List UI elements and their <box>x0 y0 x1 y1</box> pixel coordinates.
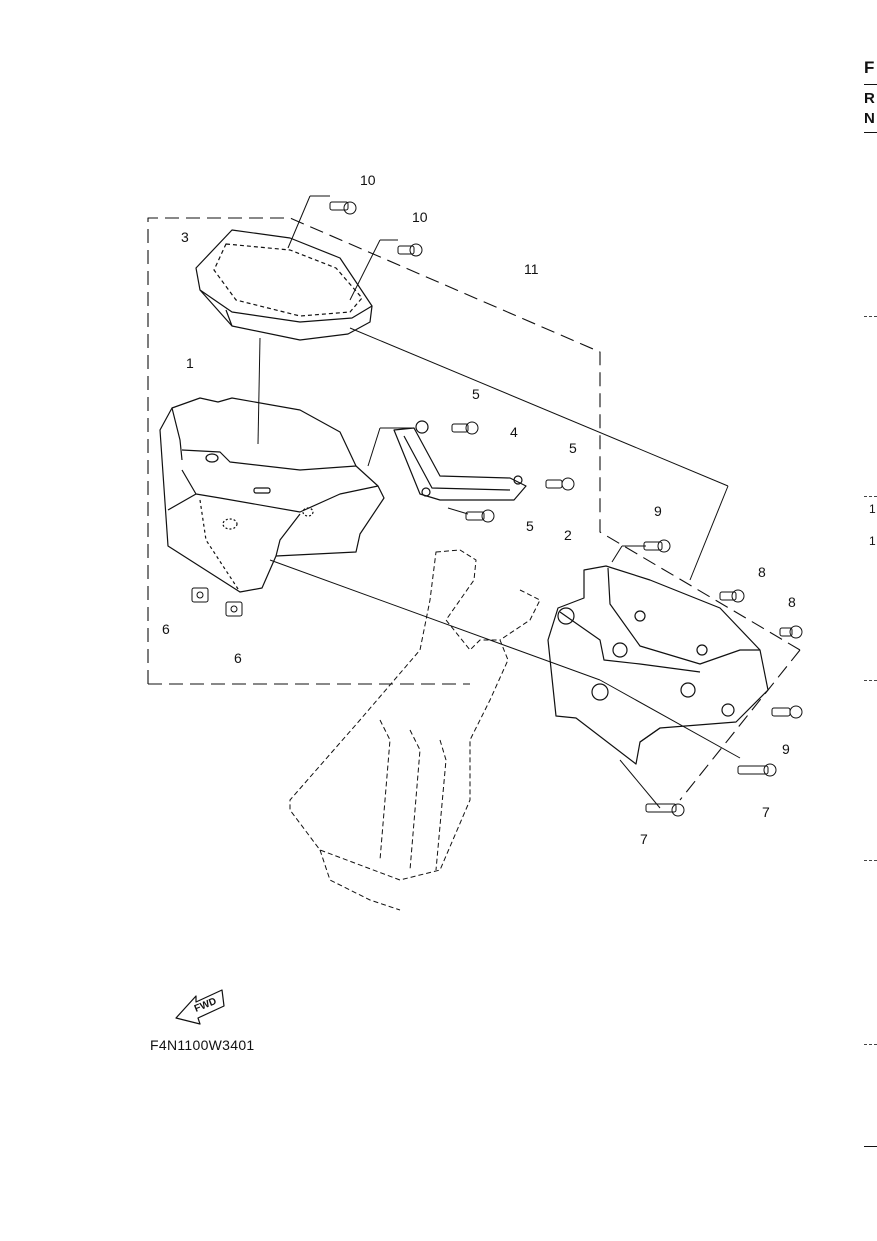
garnish-part-4 <box>393 420 527 501</box>
edge-rule-2 <box>864 132 877 133</box>
nut-6-left <box>191 587 209 603</box>
callout-8-upper: 8 <box>758 564 766 580</box>
edge-letter-r: R <box>864 90 875 107</box>
meter-cover-part-3 <box>195 229 373 341</box>
callout-7-lower: 7 <box>640 831 648 847</box>
callout-9-upper: 9 <box>654 503 662 519</box>
edge-number-1a: 1 <box>869 502 876 516</box>
assembly-outline-11 <box>147 217 801 801</box>
leader-lines <box>257 195 741 809</box>
callout-4: 4 <box>510 424 518 440</box>
diagram-code: F4N1100W3401 <box>150 1037 255 1053</box>
callout-9-lower: 9 <box>782 741 790 757</box>
edge-tick-2 <box>864 496 877 497</box>
edge-tick-3 <box>864 680 877 681</box>
callout-8-lower: 8 <box>788 594 796 610</box>
callout-7-right: 7 <box>762 804 770 820</box>
bolt-7-right <box>737 763 777 777</box>
bolt-8-lower <box>779 625 803 639</box>
bolt-9-upper <box>643 539 671 553</box>
bolt-8-upper <box>719 589 745 603</box>
callout-1: 1 <box>186 355 194 371</box>
callout-2: 2 <box>564 527 572 543</box>
callout-5-lower: 5 <box>526 518 534 534</box>
front-frame-stay <box>289 549 541 911</box>
bolt-9-lower <box>771 705 803 719</box>
edge-tick-5 <box>864 1044 877 1045</box>
callout-6-left: 6 <box>162 621 170 637</box>
nut-6-right <box>225 601 243 617</box>
bolt-10-lower <box>397 243 423 257</box>
edge-tick-1 <box>864 316 877 317</box>
callout-10-lower: 10 <box>412 209 428 225</box>
callout-5-middle: 5 <box>569 440 577 456</box>
callout-5-upper: 5 <box>472 386 480 402</box>
bolt-7-lower <box>645 803 685 817</box>
bolt-5-middle <box>545 477 575 491</box>
front-cover-part-1 <box>159 397 385 593</box>
callout-6-right: 6 <box>234 650 242 666</box>
edge-letter-f: F <box>864 58 875 77</box>
bolts <box>191 201 803 817</box>
bolt-10-upper <box>329 201 357 215</box>
bolt-5-lower <box>465 509 495 523</box>
inner-cover-part-2 <box>547 565 769 765</box>
edge-rule-1 <box>864 84 877 85</box>
edge-rule-3 <box>864 1146 877 1147</box>
edge-letter-n: N <box>864 110 875 127</box>
edge-tick-4 <box>864 860 877 861</box>
edge-number-1b: 1 <box>869 534 876 548</box>
fwd-arrow-icon <box>175 989 225 1025</box>
callout-11: 11 <box>524 261 539 277</box>
callout-10-upper: 10 <box>360 172 376 188</box>
bolt-5-upper <box>451 421 479 435</box>
callout-3: 3 <box>181 229 189 245</box>
